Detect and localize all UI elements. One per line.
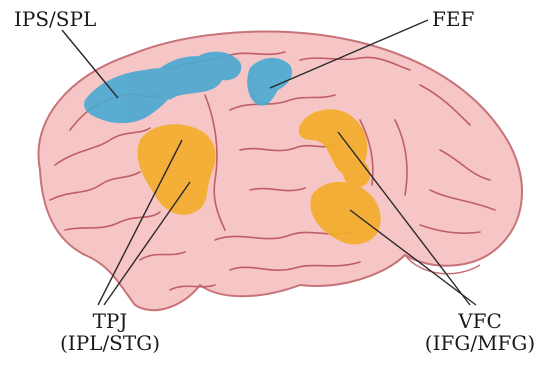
label-tpj: TPJ bbox=[60, 310, 160, 332]
label-tpj-sub: (IPL/STG) bbox=[60, 332, 160, 354]
label-fef: FEF bbox=[432, 8, 474, 30]
label-vfc-group: VFC (IFG/MFG) bbox=[420, 310, 540, 354]
label-vfc: VFC bbox=[420, 310, 540, 332]
label-vfc-sub: (IFG/MFG) bbox=[420, 332, 540, 354]
label-ips-spl: IPS/SPL bbox=[14, 8, 96, 30]
label-tpj-group: TPJ (IPL/STG) bbox=[60, 310, 160, 354]
